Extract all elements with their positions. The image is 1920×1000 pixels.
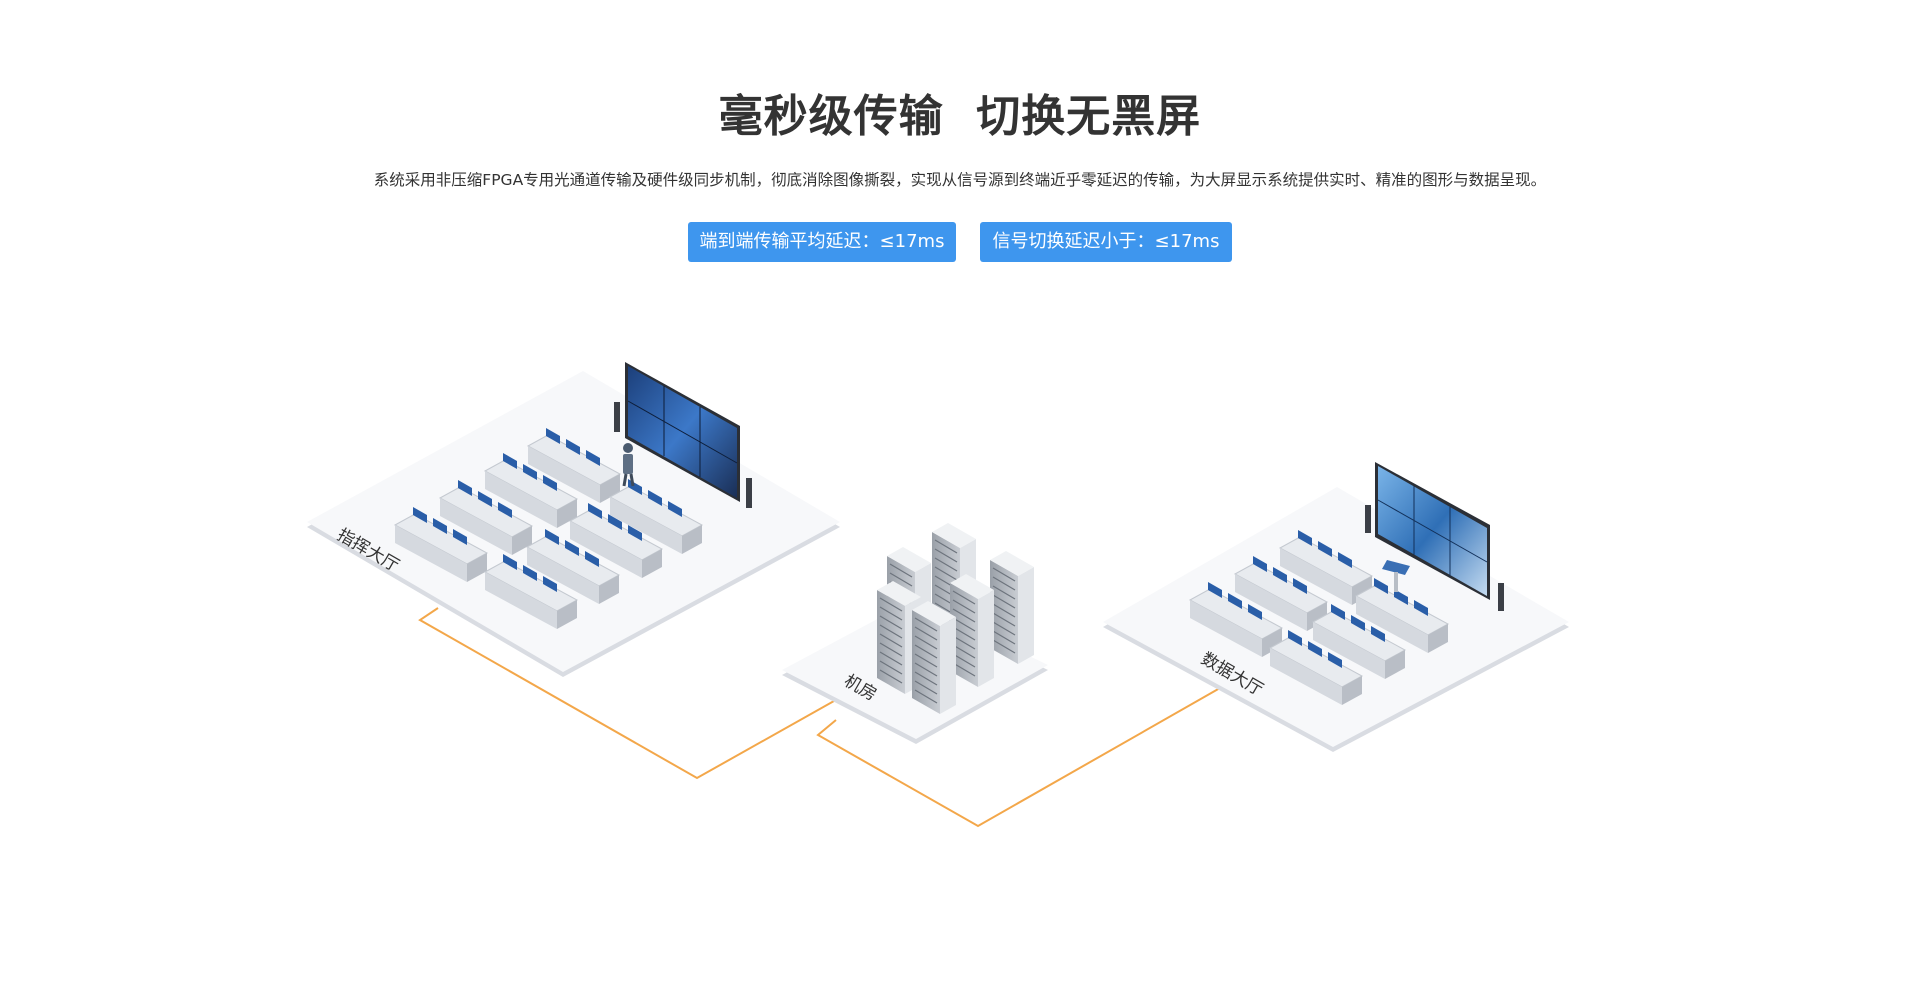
workstation-desk xyxy=(1233,556,1329,631)
server-rack xyxy=(990,551,1034,664)
data-hall-video-wall xyxy=(1375,462,1490,600)
server-rack xyxy=(912,601,956,714)
workstation-desk xyxy=(1188,582,1284,657)
command-hall-desks xyxy=(393,428,704,629)
server-racks xyxy=(877,523,1034,714)
presenter-figure xyxy=(622,443,635,487)
speaker-icon xyxy=(614,402,620,432)
workstation-desk xyxy=(568,503,664,578)
latency-badges: 端到端传输平均延迟：≤17ms 信号切换延迟小于：≤17ms xyxy=(0,222,1920,262)
speaker-icon xyxy=(1365,505,1371,533)
server-rack xyxy=(950,574,994,687)
page-title: 毫秒级传输 切换无黑屏 xyxy=(718,91,1202,142)
switch-latency-badge: 信号切换延迟小于：≤17ms xyxy=(980,222,1232,262)
workstation-desk xyxy=(1311,604,1407,679)
workstation-desk xyxy=(1268,630,1364,705)
connector-server-to-data xyxy=(816,687,1221,828)
kiosk-terminal xyxy=(1382,560,1410,592)
command-hall-video-wall xyxy=(625,362,740,502)
data-hall-zone: 数据大厅 xyxy=(1103,462,1569,752)
end-to-end-latency-badge: 端到端传输平均延迟：≤17ms xyxy=(688,222,956,262)
speaker-icon xyxy=(1498,583,1504,611)
connector-lines xyxy=(418,607,1221,828)
workstation-desk xyxy=(1354,578,1450,653)
workstation-desk xyxy=(483,453,579,528)
workstation-desk xyxy=(526,428,622,503)
workstation-desk xyxy=(438,480,534,555)
connector-command-to-server xyxy=(418,607,851,780)
speaker-icon xyxy=(746,478,752,508)
workstation-desk xyxy=(525,529,621,604)
data-hall-desks xyxy=(1188,530,1450,705)
server-room-zone: 机房 xyxy=(782,523,1048,744)
page-description: 系统采用非压缩FPGA专用光通道传输及硬件级同步机制，彻底消除图像撕裂，实现从信… xyxy=(373,171,1547,189)
command-hall-zone: 指挥大厅 xyxy=(307,362,840,677)
workstation-desk xyxy=(393,507,489,582)
workstation-desk xyxy=(483,554,579,629)
